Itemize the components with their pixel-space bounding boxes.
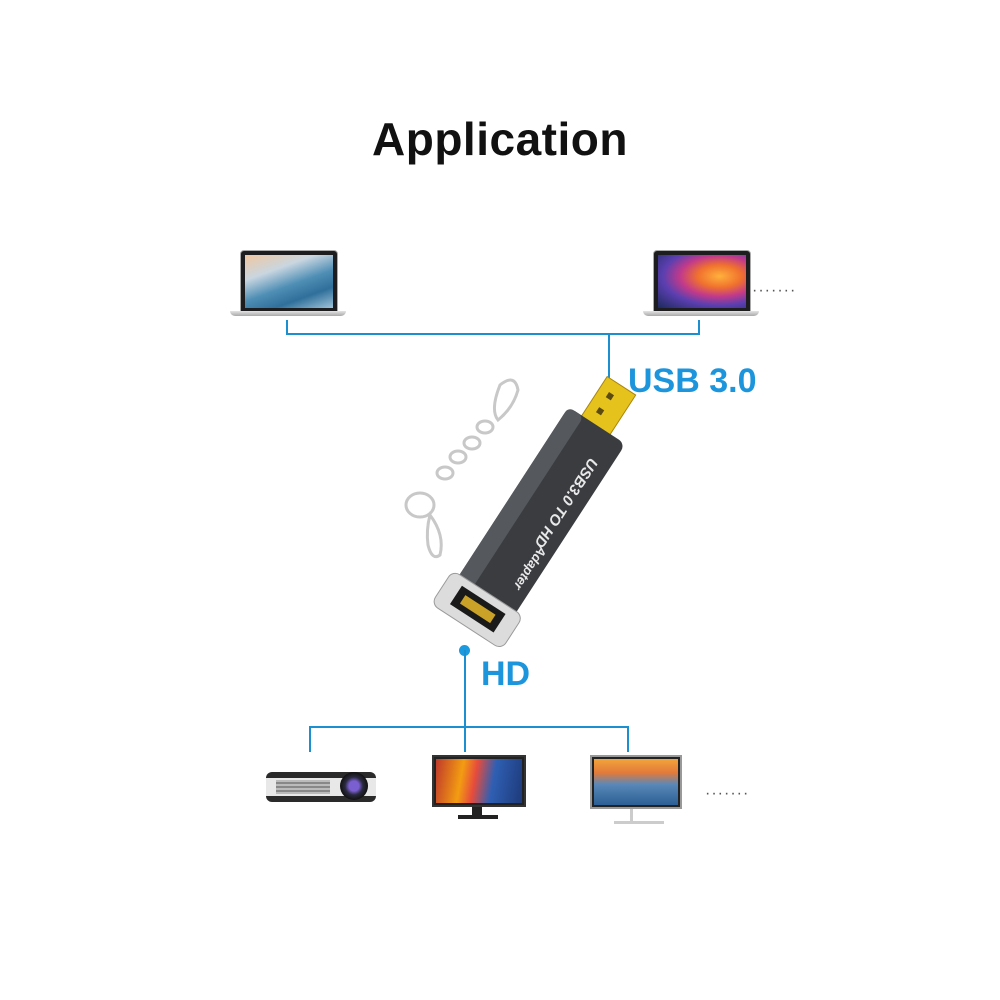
connector-line — [309, 726, 311, 752]
connector-line — [627, 726, 629, 752]
hd-label: HD — [481, 655, 531, 693]
projector-device — [266, 768, 378, 804]
monitor-2 — [590, 755, 684, 825]
laptop-left — [230, 250, 346, 320]
connector-line — [464, 650, 466, 752]
adapter-image: USB3.0 TO HD Adapter — [404, 375, 637, 648]
monitor-1 — [432, 755, 526, 821]
more-displays-ellipsis: ······· — [705, 785, 750, 802]
page-title: Application — [372, 113, 628, 165]
laptop-right — [643, 250, 759, 320]
connector-line — [608, 333, 610, 385]
usb-label: USB 3.0 — [628, 362, 757, 400]
more-sources-ellipsis: ······· — [752, 282, 797, 299]
connector-line — [698, 320, 700, 334]
connector-line — [286, 320, 288, 334]
connector-line — [286, 333, 700, 335]
connector-line — [309, 726, 629, 728]
